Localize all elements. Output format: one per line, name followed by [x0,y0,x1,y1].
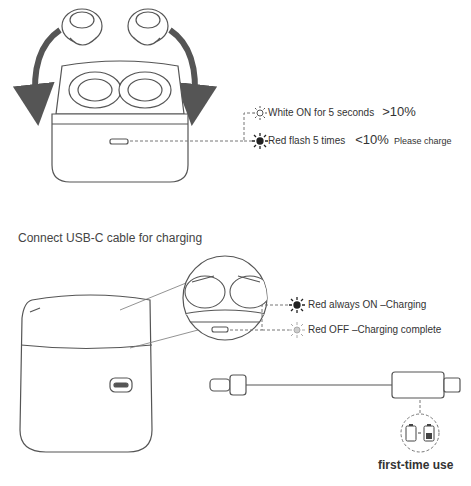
led-status-text: Red always ON –Charging [308,299,426,311]
leader-line [230,305,289,330]
led-status-text: Red OFF –Charging complete [308,324,441,336]
led-status-text: Red flash 5 times [268,135,345,147]
battery-icon [401,414,439,452]
red-flash-icon [252,133,268,149]
usb-c-cable [210,372,460,398]
charge-note: Please charge [394,136,452,146]
insert-arrow [35,30,60,105]
note-text: first-time use [378,459,453,473]
leader-line [130,113,253,141]
closed-case [20,295,152,452]
magnifier [178,256,272,340]
earbud-pair [62,9,168,45]
red-off-icon [289,322,305,338]
led-status-text: White ON for 5 seconds [268,107,374,119]
red-on-icon [289,297,305,313]
leader-line [420,400,421,413]
battery-threshold: <10% [355,133,389,148]
open-case [52,61,188,182]
section-heading: Connect USB-C cable for charging [18,232,202,246]
white-led-icon [253,106,267,120]
battery-threshold: >10% [382,105,416,120]
